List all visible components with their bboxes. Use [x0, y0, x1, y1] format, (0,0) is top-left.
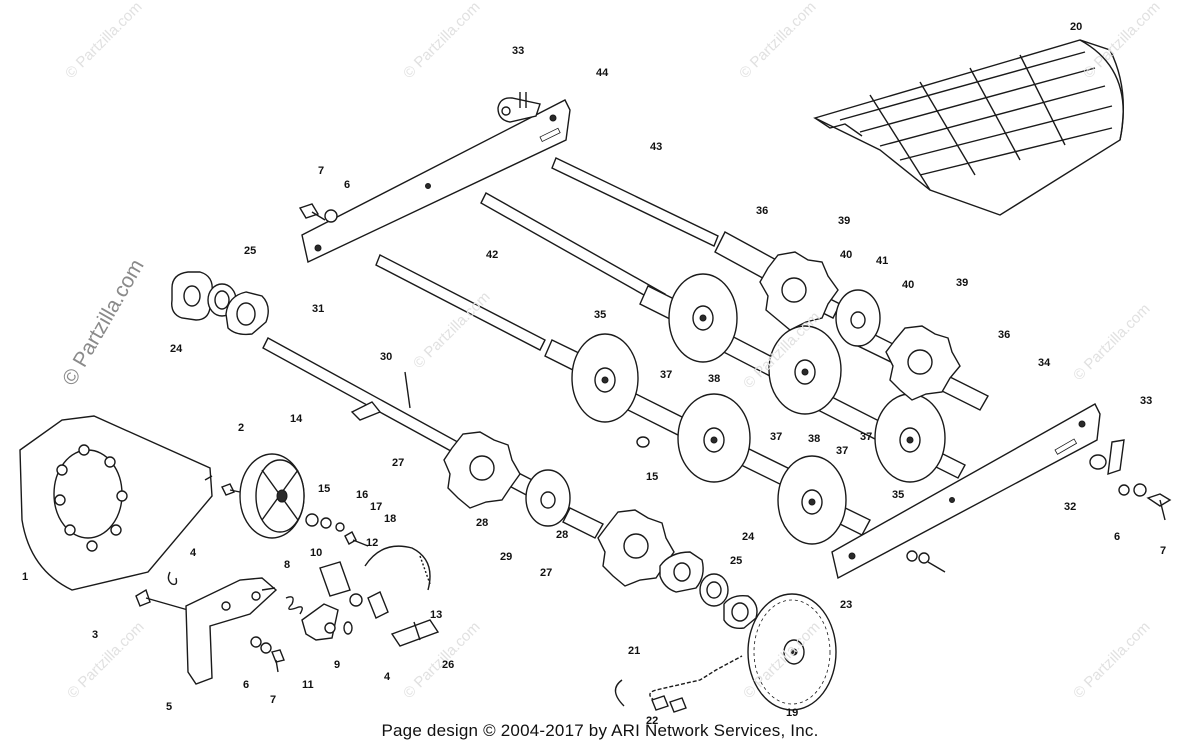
callout-number: 39: [838, 215, 851, 227]
callout-number: 3: [92, 629, 99, 641]
callout-number: 25: [730, 555, 743, 567]
page-credit: Page design © 2004-2017 by ARI Network S…: [381, 721, 819, 740]
callout-number: 12: [366, 537, 379, 549]
brake-band-drawing: [364, 545, 431, 619]
callout-number: 38: [808, 433, 821, 445]
upper-fasteners-drawing: [298, 203, 338, 223]
callout-number: 7: [318, 165, 325, 177]
callout-number: 29: [500, 551, 513, 563]
drive-chain-drawing: [614, 655, 743, 713]
callout-number: 39: [956, 277, 969, 289]
lower-left-fasteners-drawing: [250, 636, 285, 673]
callout-number: 28: [556, 529, 569, 541]
drive-sprocket-drawing: [747, 593, 837, 711]
lower-fasteners-drawing: [906, 483, 1172, 573]
sprockets-drawing: [443, 251, 961, 587]
callout-number: 34: [1038, 357, 1051, 369]
callout-number: 35: [892, 489, 905, 501]
callout-number: 37: [660, 369, 673, 381]
callout-number: 37: [770, 431, 783, 443]
bearings-lower-drawing: [659, 551, 758, 630]
callout-number: 37: [860, 431, 873, 443]
callout-number: 13: [430, 609, 443, 621]
callout-number: 10: [310, 547, 323, 559]
callout-number: 27: [540, 567, 553, 579]
lower-slide-rail-drawing: [831, 403, 1101, 580]
callout-number: 7: [1160, 545, 1167, 557]
callout-number: 40: [902, 279, 915, 291]
callout-number: 8: [284, 559, 291, 571]
upper-bracket-drawing: [497, 92, 541, 123]
bushing-drawing: [319, 561, 363, 607]
bolt-3-drawing: [135, 571, 189, 611]
callout-number: 30: [380, 351, 393, 363]
callout-number: 11: [302, 679, 314, 691]
callout-number: 18: [384, 513, 397, 525]
callout-number: 41: [876, 255, 889, 267]
callout-number: 2: [238, 422, 245, 434]
callout-number: 6: [344, 179, 351, 191]
small-wheels-drawing: [525, 289, 881, 527]
track-drawing: [813, 39, 1124, 216]
callout-number: 5: [166, 701, 173, 713]
callout-number: 7: [270, 694, 277, 706]
callout-number: 36: [756, 205, 769, 217]
callout-number: 20: [1070, 21, 1083, 33]
callout-number: 28: [476, 517, 489, 529]
callout-number: 23: [840, 599, 853, 611]
callout-number: 35: [594, 309, 607, 321]
callout-number: 4: [384, 671, 391, 683]
callout-number: 38: [708, 373, 721, 385]
callout-number: 19: [786, 707, 799, 719]
callout-number: 27: [392, 457, 405, 469]
brake-drum-drawing: [239, 453, 305, 539]
callout-number: 43: [650, 141, 663, 153]
callout-number: 1: [22, 571, 29, 583]
shafts-drawing: [262, 157, 719, 457]
callout-number: 42: [486, 249, 499, 261]
bearings-upper-drawing: [171, 271, 269, 336]
callout-number: 16: [356, 489, 369, 501]
callout-number: 26: [442, 659, 455, 671]
small-hardware-drawing: [305, 436, 650, 547]
spring-cam-drawing: [285, 596, 353, 641]
upper-slide-rail-drawing: [301, 99, 571, 264]
callout-number: 17: [370, 501, 383, 513]
callout-number: 6: [1114, 531, 1121, 543]
bolt-2-drawing: [221, 483, 241, 496]
callout-number: 22: [646, 715, 659, 727]
callout-number: 6: [243, 679, 250, 691]
brake-bracket-drawing: [185, 577, 278, 685]
callout-number: 36: [998, 329, 1011, 341]
callout-number: 33: [1140, 395, 1153, 407]
clip-26-drawing: [390, 619, 440, 647]
callout-number: 24: [170, 343, 183, 355]
callout-number: 9: [334, 659, 341, 671]
idler-wheels-drawing: [571, 273, 946, 545]
callout-number: 4: [190, 547, 197, 559]
callout-number: 15: [318, 483, 331, 495]
callout-number: 33: [512, 45, 525, 57]
lower-bracket-drawing: [1089, 439, 1125, 476]
callout-number: 25: [244, 245, 257, 257]
callout-number: 32: [1064, 501, 1077, 513]
callout-number: 21: [628, 645, 641, 657]
callout-number: 24: [742, 531, 755, 543]
callout-number: 44: [596, 67, 609, 79]
callout-number: 40: [840, 249, 853, 261]
callout-number: 15: [646, 471, 659, 483]
callout-number: 31: [312, 303, 325, 315]
callout-number: 37: [836, 445, 849, 457]
callout-number: 14: [290, 413, 303, 425]
chain-case-drawing: [19, 415, 213, 591]
